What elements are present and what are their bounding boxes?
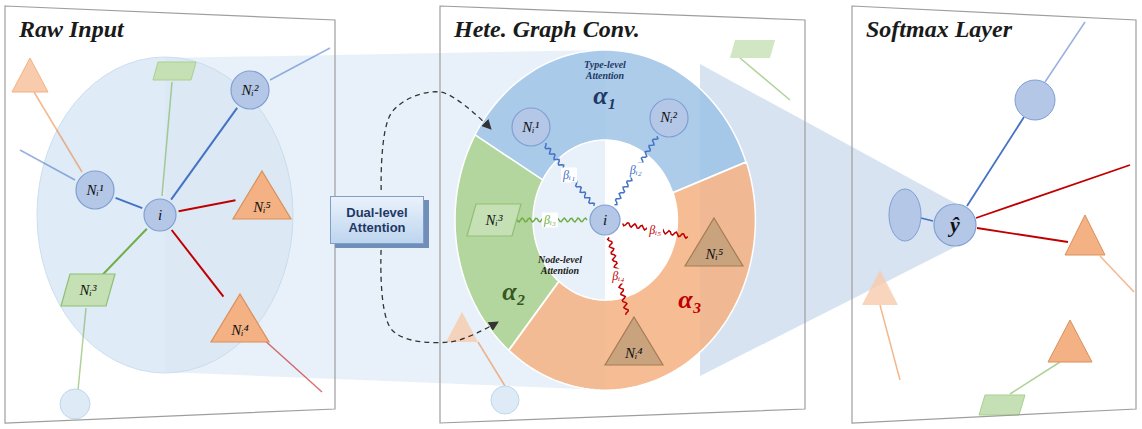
graph-line — [478, 342, 505, 386]
input-panel: Raw Input i Nᵢ¹ Nᵢ² Nᵢ³ Nᵢ⁴ Nᵢ⁵ — [5, 6, 335, 423]
type-shape — [1048, 320, 1092, 362]
node-label: Nᵢ² — [242, 82, 259, 99]
neighbor-node: Nᵢ¹ — [75, 170, 115, 210]
neighbor-node: Nᵢ⁵ — [232, 170, 292, 220]
node-label: Nᵢ⁵ — [706, 246, 724, 263]
graph-line — [977, 228, 1068, 242]
graph-line — [967, 117, 1024, 206]
graph-edge — [101, 229, 147, 277]
graph-line — [976, 165, 1130, 218]
type-shape — [862, 270, 898, 305]
neighbor-node: Nᵢ¹ — [511, 107, 551, 147]
node-label: Nᵢ² — [660, 109, 677, 126]
graph-line — [921, 218, 933, 221]
type-shape — [1015, 80, 1055, 120]
type-shape — [491, 386, 519, 414]
edge-weight: βᵢ₄ — [610, 268, 626, 283]
node-label: Nᵢ¹ — [522, 119, 539, 136]
neighbor-node: Nᵢ⁴ — [210, 293, 270, 343]
graph-line — [78, 308, 86, 390]
node-label: i — [603, 212, 607, 229]
type-attention-band: Type-level Attentionα₁ Nᵢ¹ Nᵢ² — [473, 48, 748, 195]
output-edges — [921, 117, 1130, 242]
graph-line — [34, 92, 82, 172]
graph-line — [880, 305, 900, 380]
node-label: Nᵢ³ — [486, 212, 503, 229]
target-node: i — [589, 204, 621, 236]
graph-edge — [172, 230, 224, 297]
edge-weight: βᵢ₁ — [561, 168, 577, 183]
graph-edge — [179, 200, 236, 211]
node-label: Nᵢ¹ — [87, 182, 104, 199]
attention-weight: α₃ — [678, 285, 701, 315]
graph-edge — [171, 108, 237, 200]
attention-caption: Type-level Attention — [573, 59, 637, 81]
type-shape — [979, 395, 1025, 415]
type-attention-band: α₂ Nᵢ³ — [453, 133, 561, 352]
node-label: Nᵢ⁴ — [231, 322, 249, 339]
background-edges — [20, 22, 1134, 394]
node-label: i — [158, 207, 162, 224]
neighbor-node: Nᵢ³ — [60, 273, 116, 307]
type-shape — [1065, 215, 1105, 255]
node-label: Nᵢ⁴ — [625, 345, 643, 362]
neighbor-node: Nᵢ² — [230, 70, 270, 110]
target-node: i — [143, 198, 177, 232]
neighbor-node: Nᵢ⁵ — [684, 217, 744, 267]
graph-line — [20, 150, 75, 180]
panel-title: Softmax Layer — [866, 16, 1012, 43]
neighbor-node: Nᵢ³ — [466, 203, 522, 237]
panel-outline — [852, 6, 1136, 423]
convolution-panel: Hete. Graph Conv. Type-level Attentionα₁ N… — [440, 6, 805, 423]
neighbor-node: Nᵢ⁴ — [604, 316, 664, 366]
type-shape — [446, 312, 478, 342]
graph-line — [262, 338, 322, 392]
panel-title: Hete. Graph Conv. — [454, 16, 640, 43]
type-shape — [730, 40, 775, 58]
band-outline — [453, 133, 561, 352]
graph-edge — [116, 198, 143, 208]
prediction-node: ŷ — [933, 203, 977, 247]
attention-module: Dual-level Attention — [330, 196, 424, 244]
graph-line — [270, 48, 330, 80]
graph-line — [1045, 22, 1085, 82]
graph-line — [1100, 256, 1134, 292]
receptive-field — [37, 57, 293, 373]
attention-weight: α₂ — [502, 277, 525, 307]
graph-line — [162, 82, 172, 196]
softmax-panel: Softmax Layer ŷ — [852, 6, 1136, 423]
node-label: Nᵢ⁵ — [253, 199, 271, 216]
neighbor-node: Nᵢ² — [649, 98, 689, 138]
type-shape — [12, 58, 48, 92]
node-label: Dual-level Attention — [337, 205, 417, 235]
panel-title: Raw Input — [19, 16, 124, 43]
node-label: ŷ — [950, 212, 960, 238]
edge-weight: βᵢ₃ — [542, 213, 558, 228]
node-label: Nᵢ³ — [80, 282, 97, 299]
type-shape — [889, 189, 921, 241]
type-shape — [60, 389, 90, 419]
graph-line — [1010, 362, 1060, 394]
attention-caption: Node-level Attention — [529, 254, 591, 276]
edge-weight: βᵢ₅ — [647, 222, 663, 237]
graph-line — [740, 58, 790, 100]
type-shape — [153, 62, 196, 80]
attention-weight: α₁ — [593, 81, 616, 111]
edge-weight: βᵢ₂ — [628, 163, 644, 178]
